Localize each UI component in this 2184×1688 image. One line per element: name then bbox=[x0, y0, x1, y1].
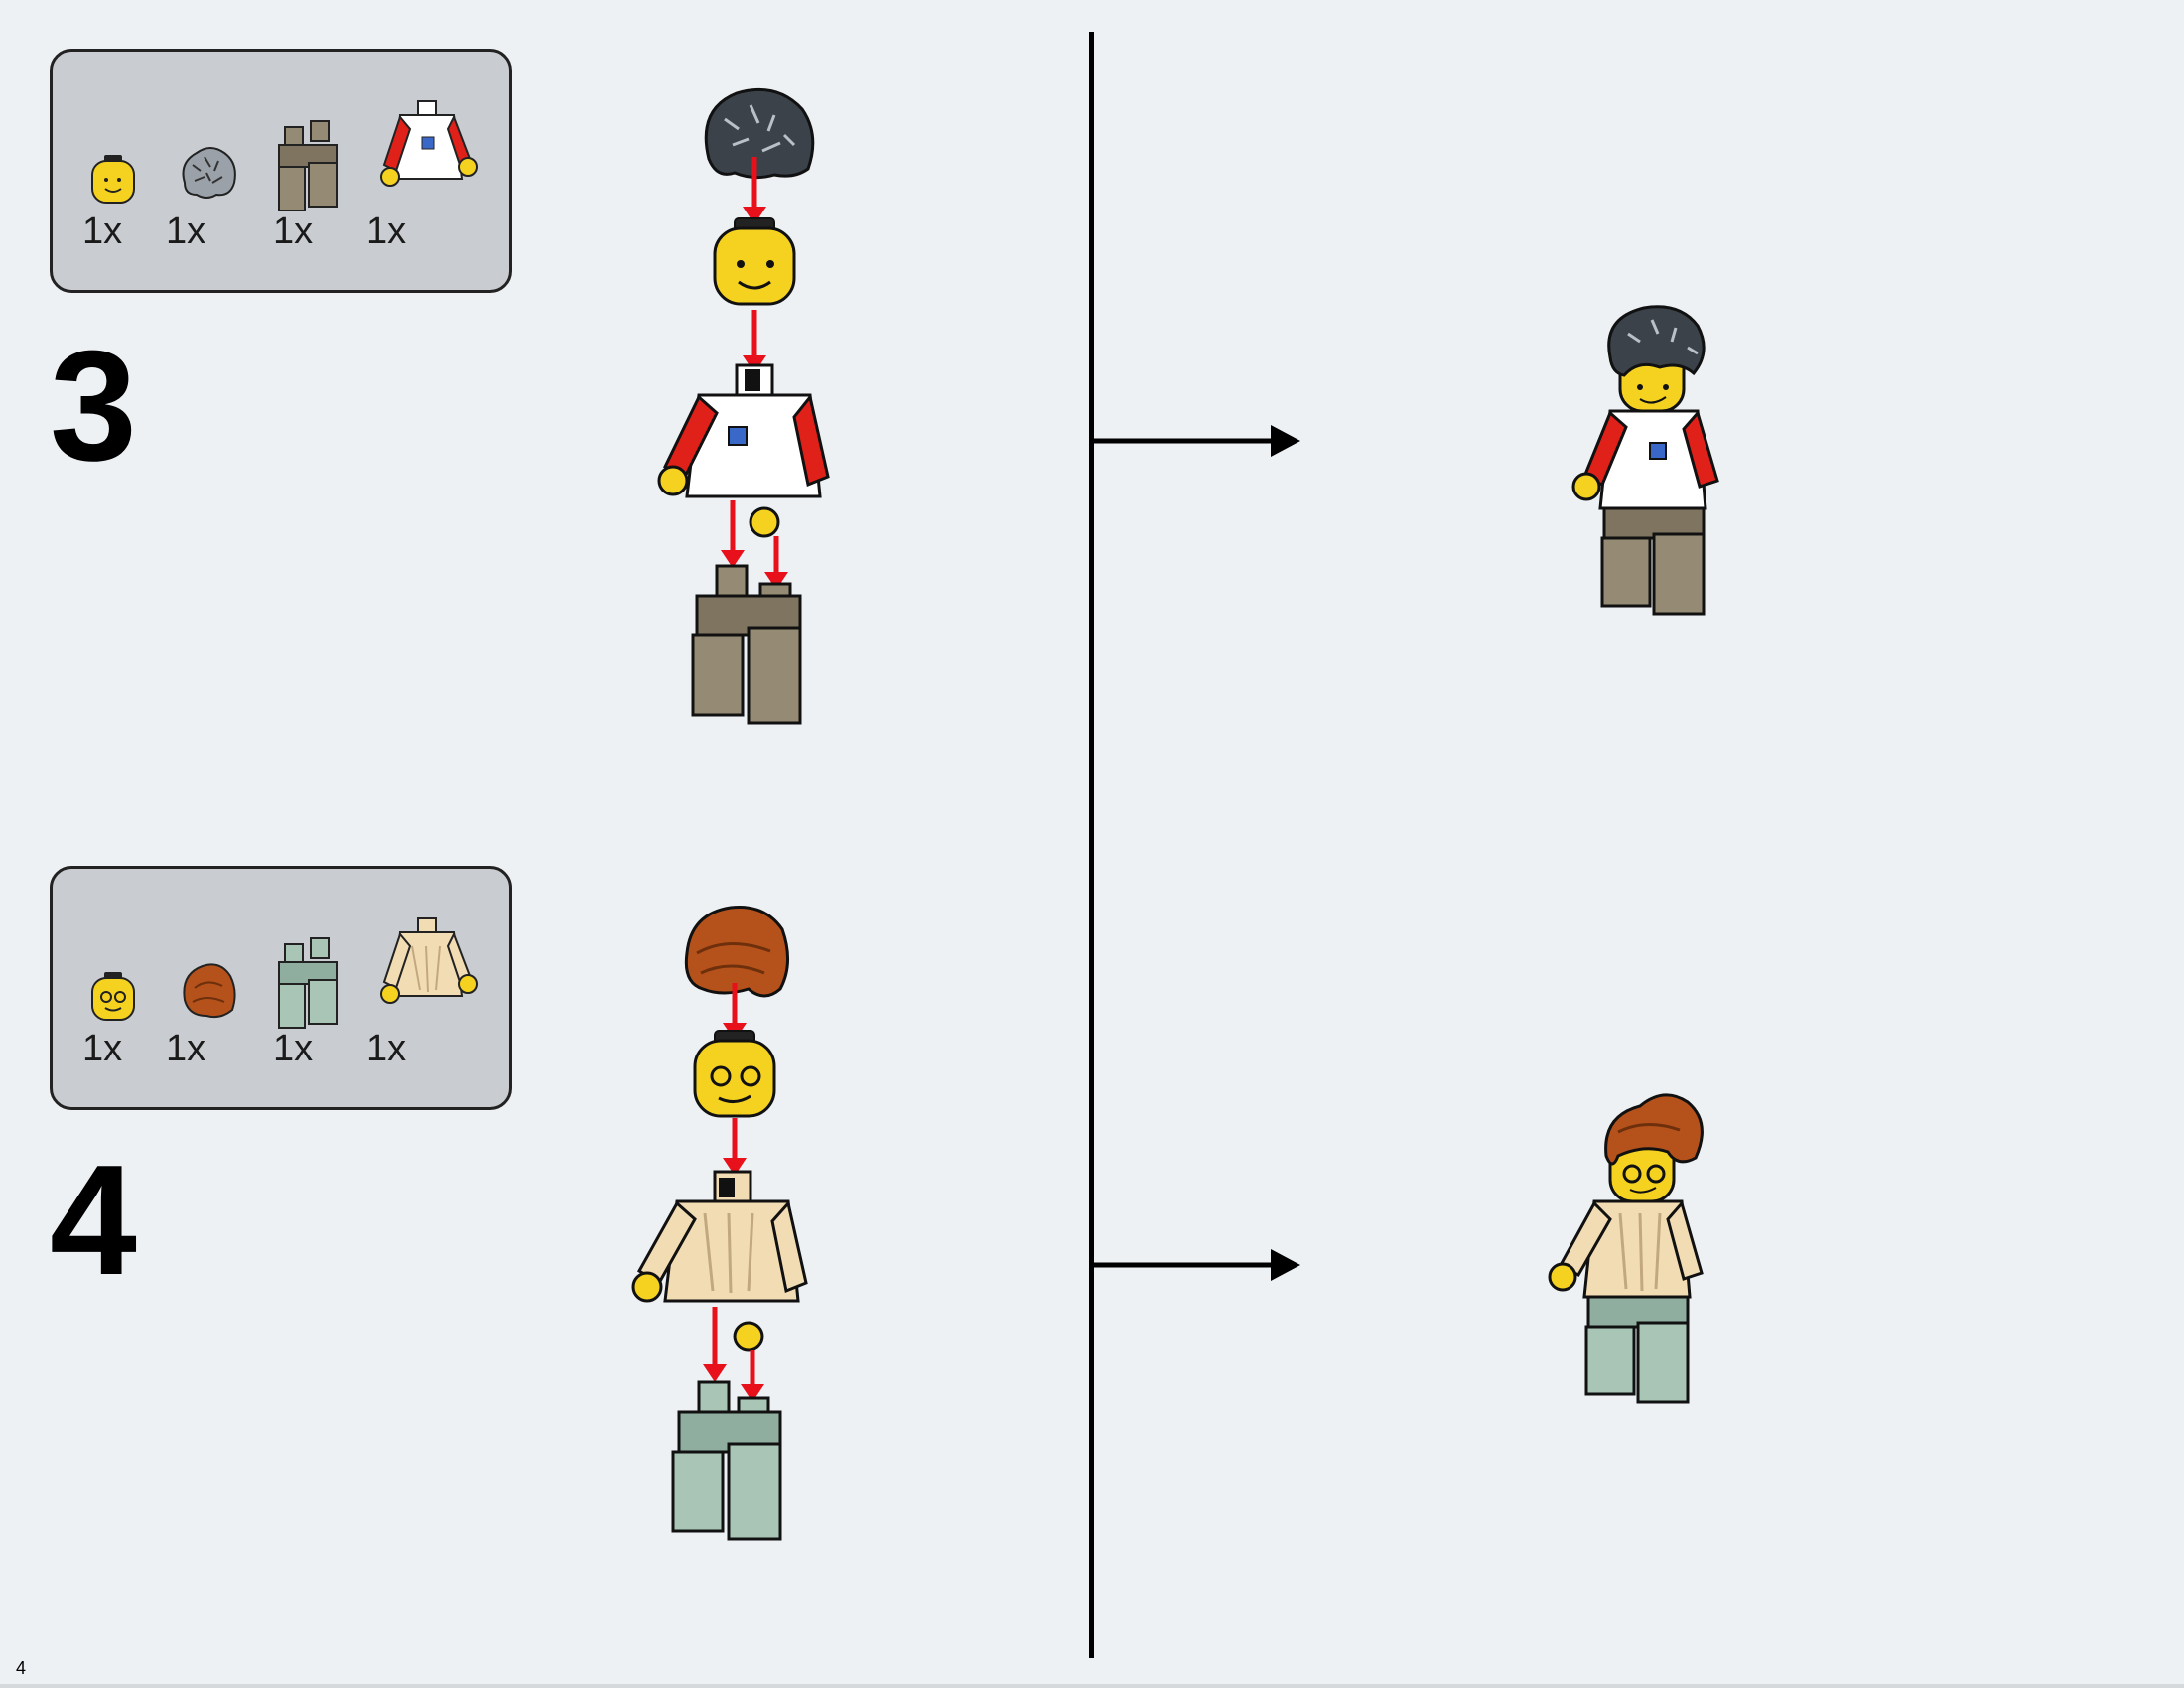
parts-callout-step-3: 1x 1x 1x 1x bbox=[50, 49, 512, 293]
step-3-assembled-minifigure bbox=[1571, 305, 1719, 616]
step-4-exploded-assembly bbox=[631, 905, 808, 1541]
head-yellow-glasses bbox=[693, 1039, 776, 1118]
part-qty: 1x bbox=[166, 1028, 206, 1069]
result-arrow bbox=[1092, 1249, 1300, 1281]
page-number: 4 bbox=[16, 1658, 27, 1678]
parts-callout-step-4: 1x 1x 1x 1x bbox=[50, 866, 512, 1110]
part-qty: 1x bbox=[273, 1028, 314, 1069]
part-torso-white-red-arms bbox=[380, 100, 478, 187]
part-legs-sand-green bbox=[278, 937, 338, 1029]
step-divider bbox=[1089, 32, 1094, 1658]
part-hair-curly-dark bbox=[182, 147, 236, 199]
part-qty: 1x bbox=[82, 1028, 123, 1069]
part-hair-ponytail-orange bbox=[183, 963, 236, 1019]
result-arrow bbox=[1092, 425, 1300, 457]
part-head-yellow-glasses bbox=[91, 972, 135, 1021]
part-qty: 1x bbox=[166, 211, 206, 252]
hair-curly-dark bbox=[704, 87, 815, 180]
part-qty: 1x bbox=[273, 211, 314, 252]
part-legs-dark-tan bbox=[278, 120, 338, 211]
step-4-assembled-minifigure bbox=[1548, 1093, 1704, 1404]
step-number: 3 bbox=[50, 319, 137, 493]
part-torso-tan-sweater bbox=[380, 917, 478, 1004]
part-qty: 1x bbox=[82, 211, 123, 252]
part-head-yellow bbox=[91, 155, 135, 204]
part-qty: 1x bbox=[366, 1028, 407, 1069]
part-qty: 1x bbox=[366, 211, 407, 252]
step-3-exploded-assembly bbox=[657, 87, 830, 725]
head-yellow bbox=[713, 226, 796, 306]
step-number: 4 bbox=[50, 1133, 137, 1308]
page-footer-line bbox=[0, 1684, 2184, 1688]
